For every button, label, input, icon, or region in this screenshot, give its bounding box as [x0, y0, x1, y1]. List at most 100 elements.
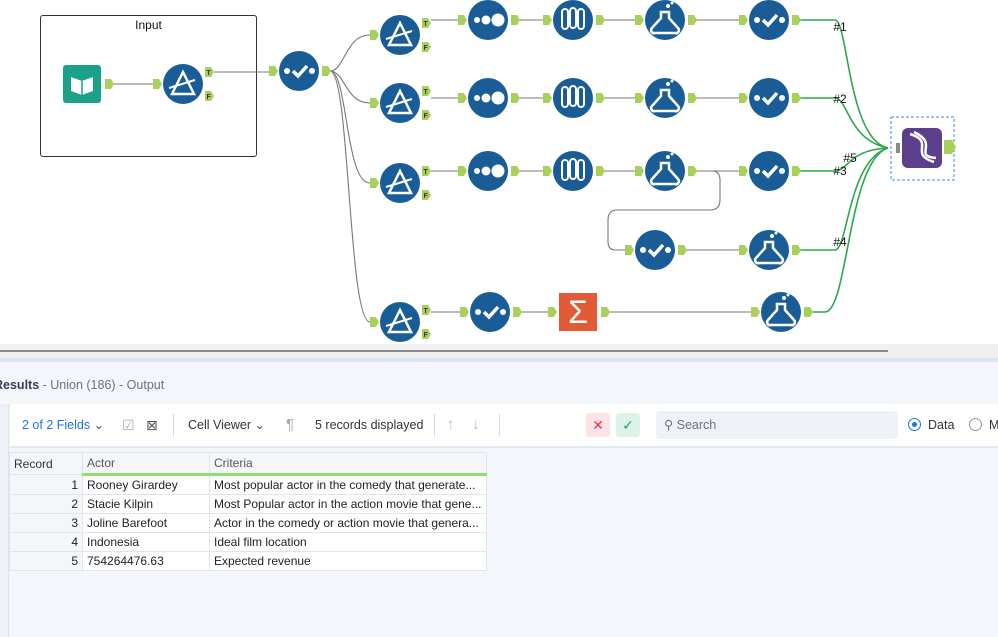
fields-dropdown[interactable]: 2 of 2 Fields ⌄	[22, 404, 104, 446]
records-count: 5 records displayed	[315, 418, 424, 432]
flask-tool[interactable]	[739, 230, 801, 270]
select-tool[interactable]	[739, 151, 801, 191]
container-title: Input	[135, 18, 162, 32]
cell-criteria[interactable]: Expected revenue	[209, 551, 487, 571]
cell-record[interactable]: 3	[9, 513, 83, 533]
cell-actor[interactable]: Rooney Girardey	[82, 474, 210, 495]
test-tube-icon	[569, 85, 577, 107]
select-icon	[640, 247, 646, 253]
header-actor[interactable]: Actor	[82, 452, 210, 476]
union-tool[interactable]	[890, 116, 956, 181]
flask-icon	[649, 88, 681, 113]
radio-metadata[interactable]	[969, 418, 982, 431]
check-all-icon[interactable]: ☑	[122, 417, 135, 433]
filter-tool[interactable]: TF	[370, 302, 431, 342]
results-panel: Results - Union (186) - Output 2 of 2 Fi…	[0, 358, 998, 637]
sample-tool[interactable]	[458, 0, 520, 40]
anchor	[513, 307, 522, 317]
connection-wire	[800, 97, 889, 149]
tubes-tool[interactable]	[543, 78, 605, 118]
union-connection-label: #2	[833, 92, 847, 106]
tubes-tool[interactable]	[543, 0, 605, 40]
panel-divider[interactable]	[0, 344, 998, 358]
search-input[interactable]: ⚲ Search	[656, 411, 898, 439]
connection-wire	[800, 147, 889, 251]
accept-button[interactable]: ✓	[616, 413, 640, 437]
header-criteria[interactable]: Criteria	[209, 452, 487, 476]
sample-tool[interactable]	[458, 151, 520, 191]
cell-criteria[interactable]: Most popular actor in the comedy that ge…	[209, 474, 487, 495]
radio-metadata-label: M	[989, 418, 998, 432]
pilcrow-icon[interactable]: ¶	[286, 416, 295, 433]
select-tool[interactable]	[739, 0, 801, 40]
filter-tool[interactable]: TF	[370, 83, 431, 123]
clear-fields-icon[interactable]: ⊠	[146, 417, 158, 433]
sigma-icon	[559, 293, 597, 331]
tools: TF TF TF TF TF Σ	[63, 0, 956, 342]
flask-tool[interactable]	[751, 292, 813, 332]
chevron-down-icon: ⌄	[93, 418, 105, 432]
tubes-tool[interactable]	[543, 151, 605, 191]
anchor	[422, 42, 431, 52]
reject-button[interactable]: ✕	[586, 413, 610, 437]
sample-tool[interactable]	[458, 78, 520, 118]
tool-circle	[635, 230, 675, 270]
flask-tool[interactable]	[635, 0, 697, 40]
select-tool[interactable]	[739, 78, 801, 118]
anchor	[422, 305, 431, 315]
union-connection-label: #4	[833, 235, 847, 249]
flask-tool[interactable]	[635, 78, 697, 118]
test-tube-icon	[577, 8, 585, 30]
summarize-tool[interactable]: Σ	[548, 293, 610, 331]
select-tool[interactable]	[269, 51, 331, 91]
select-icon	[754, 17, 760, 23]
anchor	[678, 245, 687, 255]
arrow-down-icon[interactable]: ↓	[472, 416, 480, 433]
cell-actor[interactable]: Stacie Kilpin	[82, 494, 210, 514]
select-tool[interactable]	[460, 292, 522, 332]
select-tool[interactable]	[625, 230, 687, 270]
cell-actor[interactable]: Joline Barefoot	[82, 513, 210, 533]
cell-viewer-dropdown[interactable]: Cell Viewer ⌄	[188, 404, 265, 446]
search-placeholder: Search	[676, 418, 717, 432]
filter-tool[interactable]: TF	[153, 64, 214, 104]
cell-criteria[interactable]: Ideal film location	[209, 532, 487, 552]
anchor	[370, 178, 379, 188]
radio-data[interactable]	[908, 418, 921, 431]
filter-tool[interactable]: TF	[370, 163, 431, 203]
test-tube-icon	[569, 158, 577, 180]
cell-actor[interactable]: Indonesia	[82, 532, 210, 552]
tool-circle	[279, 51, 319, 91]
output-anchor	[944, 140, 956, 154]
cell-record[interactable]: 1	[9, 474, 83, 495]
tool-circle	[749, 151, 789, 191]
anchor	[601, 307, 610, 317]
cell-actor[interactable]: 754264476.63	[82, 551, 210, 571]
tool-circle	[749, 230, 789, 270]
tool-circle	[645, 151, 685, 191]
cell-record[interactable]: 5	[9, 551, 83, 571]
cell-record[interactable]: 4	[9, 532, 83, 552]
cell-criteria[interactable]: Most Popular actor in the action movie t…	[209, 494, 487, 514]
cell-criteria[interactable]: Actor in the comedy or action movie that…	[209, 513, 487, 533]
connection-wire	[329, 70, 371, 104]
input-tool[interactable]	[63, 65, 114, 103]
anchor	[543, 166, 552, 176]
anchor	[596, 93, 605, 103]
anchor	[543, 93, 552, 103]
anchor	[105, 79, 114, 89]
arrow-up-icon[interactable]: ↑	[447, 416, 455, 433]
connection-wire	[812, 147, 889, 313]
anchor	[205, 67, 214, 77]
cell-record[interactable]: 2	[9, 494, 83, 514]
header-record[interactable]: Record	[9, 452, 83, 475]
filter-tool[interactable]: TF	[370, 15, 431, 55]
flask-tool[interactable]	[635, 151, 697, 191]
input-container[interactable]: Input	[40, 15, 257, 157]
